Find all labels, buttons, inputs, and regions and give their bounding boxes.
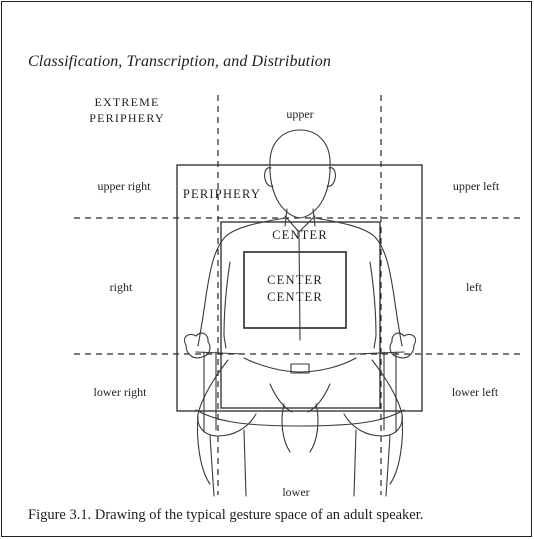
chair-left-post [204,352,216,432]
label-extreme-periphery-line2: PERIPHERY [89,111,164,125]
chair-right-post [384,352,396,432]
label-center-center-line2: CENTER [267,290,323,304]
center-rectangle [221,222,380,408]
label-periphery: PERIPHERY [183,187,261,201]
right-thigh [344,360,402,436]
label-extreme-periphery-line1: EXTREME [94,95,159,109]
right-inner-arm [370,262,376,348]
right-shoulder [315,218,402,346]
waistline [244,358,356,372]
label-left: left [466,280,483,294]
left-shin [210,430,246,496]
figure-caption: Figure 3.1. Drawing of the typical gestu… [28,507,423,524]
label-lower: lower [282,485,309,499]
chair-seat-edge [196,410,404,426]
left-inner-arm [224,262,230,348]
label-upper-left: upper left [453,179,500,193]
label-upper-right: upper right [98,179,152,193]
label-lower-left: lower left [452,385,499,399]
label-upper: upper [286,107,313,121]
right-shin [354,430,390,496]
label-lower-right: lower right [94,385,148,399]
label-center-center-line1: CENTER [267,273,323,287]
left-thigh [198,360,256,436]
head-outline [270,130,330,218]
label-right: right [110,280,133,294]
label-center: CENTER [272,228,328,242]
region-labels: EXTREME PERIPHERY upper upper right uppe… [89,95,500,499]
